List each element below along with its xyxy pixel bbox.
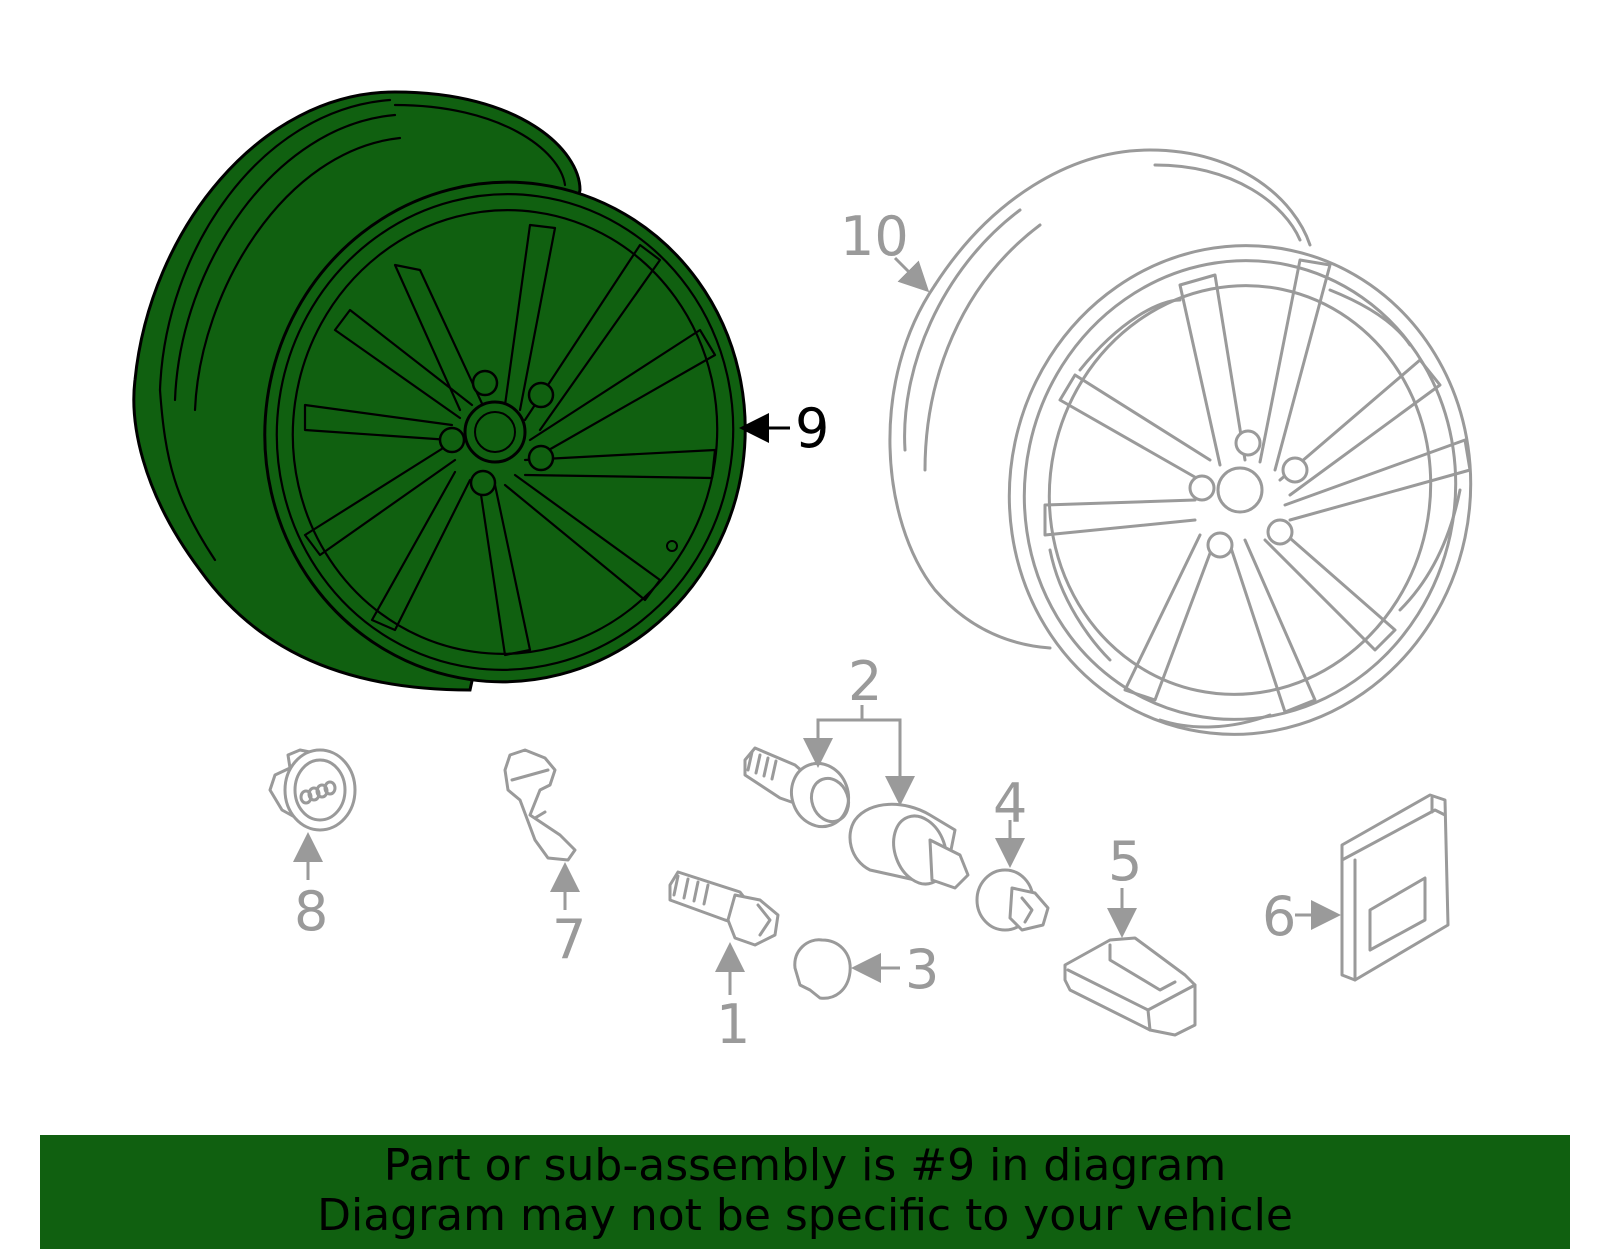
callout-8: 8 bbox=[294, 880, 328, 943]
callout-5: 5 bbox=[1108, 830, 1142, 893]
bolt-cap-part-3[interactable] bbox=[793, 938, 852, 1000]
callout-3: 3 bbox=[905, 938, 939, 1001]
callout-9: 9 bbox=[795, 397, 829, 460]
lug-nut-part-4[interactable] bbox=[975, 868, 1050, 932]
callout-1: 1 bbox=[716, 993, 750, 1056]
callout-6: 6 bbox=[1262, 885, 1296, 948]
callout-2: 2 bbox=[848, 650, 882, 713]
center-cap-part-8[interactable] bbox=[268, 748, 357, 832]
callout-4: 4 bbox=[993, 772, 1027, 835]
banner-line-1: Part or sub-assembly is #9 in diagram bbox=[383, 1140, 1227, 1191]
tpms-sensor-part-5[interactable] bbox=[1063, 936, 1197, 1037]
callout-10: 10 bbox=[840, 205, 909, 268]
wheel-bolt-part-1[interactable] bbox=[668, 870, 780, 947]
wheel-part-10[interactable] bbox=[888, 148, 1516, 777]
control-module-part-6[interactable] bbox=[1340, 793, 1450, 982]
callout-7: 7 bbox=[552, 908, 586, 971]
lock-bolt-part-2b[interactable] bbox=[848, 802, 970, 891]
info-banner: Part or sub-assembly is #9 in diagram Di… bbox=[40, 1135, 1570, 1249]
lock-bolt-part-2a[interactable] bbox=[743, 746, 857, 835]
valve-stem-part-7[interactable] bbox=[503, 748, 577, 862]
wheel-part-9[interactable] bbox=[132, 90, 778, 713]
banner-line-2: Diagram may not be specific to your vehi… bbox=[317, 1190, 1293, 1241]
